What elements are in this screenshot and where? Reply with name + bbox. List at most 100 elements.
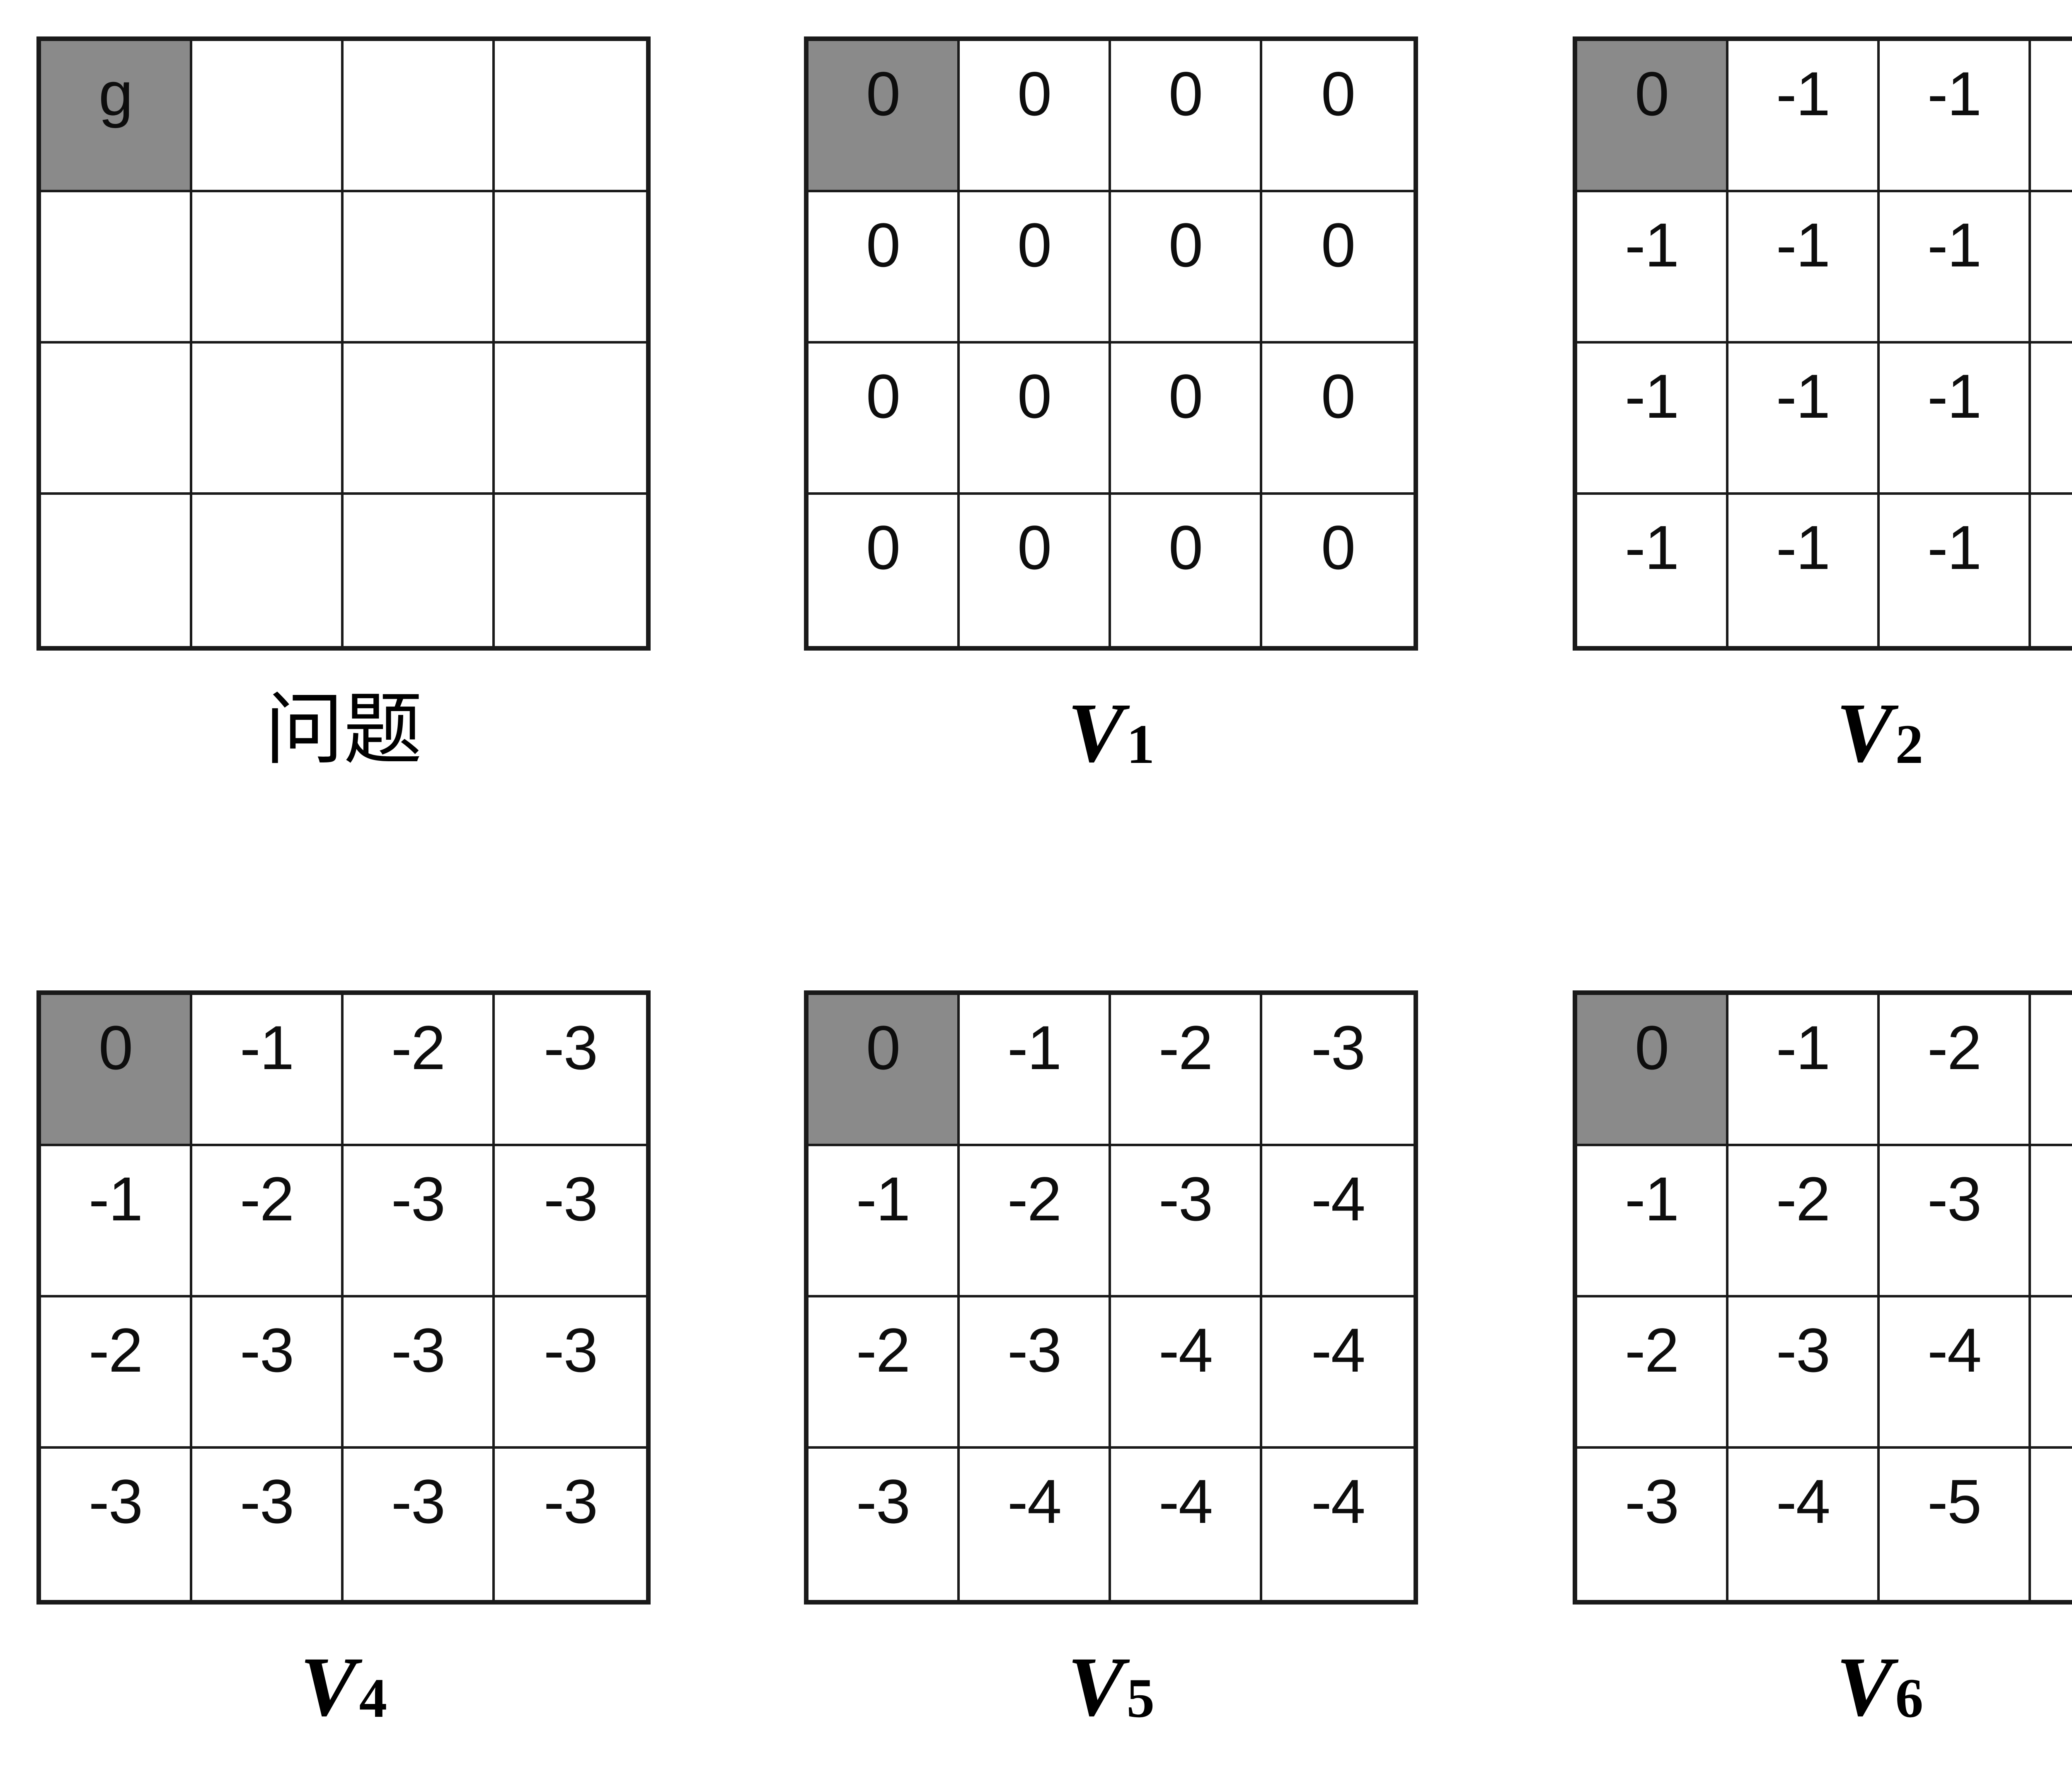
grid-cell: 0	[808, 344, 960, 495]
grid-cell: -1	[41, 1146, 192, 1297]
grid-cell: 0	[960, 495, 1111, 646]
grid-cell: -3	[1880, 1146, 2031, 1297]
grid-cell: -1	[1728, 344, 1880, 495]
grid-cell: 0	[1111, 192, 1262, 344]
grid-cell	[495, 192, 646, 344]
grid-cell: -4	[1262, 1449, 1414, 1600]
caption-text: 问题	[264, 684, 422, 775]
caption-symbol: V	[1836, 1640, 1893, 1734]
grid-cell	[495, 344, 646, 495]
panel-caption-v1: V1	[804, 690, 1418, 815]
caption-subscript: 5	[1126, 1668, 1155, 1730]
grid-cell: 0	[960, 192, 1111, 344]
grid-cell: 0	[1111, 41, 1262, 192]
panel-caption-v2: V2	[1573, 690, 2072, 815]
grid-cell	[192, 495, 344, 646]
grid-cell: -1	[1728, 192, 1880, 344]
grid-cell: -3	[495, 1449, 646, 1600]
value-grid-v4: 0-1-2-3-1-2-3-3-2-3-3-3-3-3-3-3	[36, 990, 651, 1605]
grid-cell	[192, 41, 344, 192]
panel-caption-problem: 问题	[36, 690, 651, 815]
grid-cell: -5	[2031, 1297, 2072, 1449]
grid-cell: -4	[1111, 1449, 1262, 1600]
grid-cell: -3	[495, 1146, 646, 1297]
grid-cell: -1	[2031, 41, 2072, 192]
grid-cell: -5	[2031, 1449, 2072, 1600]
caption-subscript: 1	[1126, 714, 1155, 776]
grid-cell: -3	[344, 1146, 495, 1297]
grid-cell: -2	[808, 1297, 960, 1449]
grid-cell: 0	[960, 41, 1111, 192]
grid-cell: 0	[1111, 495, 1262, 646]
grid-cell	[344, 344, 495, 495]
grid-cell: -2	[1577, 1297, 1728, 1449]
grid-cell: 0	[808, 41, 960, 192]
grid-cell: -2	[1728, 1146, 1880, 1297]
grid-cell: -2	[960, 1146, 1111, 1297]
grid-cell: -4	[2031, 1146, 2072, 1297]
grid-cell: -1	[960, 995, 1111, 1146]
grid-cell: -1	[1880, 41, 2031, 192]
grid-cell: -3	[192, 1297, 344, 1449]
caption-symbol: V	[1836, 686, 1893, 780]
grid-cell: -3	[192, 1449, 344, 1600]
caption-subscript: 2	[1895, 714, 1924, 776]
grid-panel-v2: 0-1-1-1-1-1-1-1-1-1-1-1-1-1-1-1V2	[1573, 36, 2072, 815]
grid-cell: -1	[1577, 344, 1728, 495]
caption-symbol: V	[1067, 686, 1124, 780]
grid-cell	[495, 41, 646, 192]
grid-cell: -4	[1262, 1297, 1414, 1449]
grid-cell: 0	[960, 344, 1111, 495]
grid-cell: 0	[1262, 344, 1414, 495]
grid-cell: -2	[1111, 995, 1262, 1146]
grid-cell: -2	[192, 1146, 344, 1297]
grid-cell: -4	[1262, 1146, 1414, 1297]
grid-cell: -4	[1111, 1297, 1262, 1449]
grid-cell	[41, 192, 192, 344]
grid-cell: -5	[1880, 1449, 2031, 1600]
grid-cell: -1	[2031, 192, 2072, 344]
value-grid-v2: 0-1-1-1-1-1-1-1-1-1-1-1-1-1-1-1	[1573, 36, 2072, 651]
grid-cell: 0	[1577, 995, 1728, 1146]
grid-cell: -1	[1728, 495, 1880, 646]
grid-cell: 0	[1111, 344, 1262, 495]
value-grid-v6: 0-1-2-3-1-2-3-4-2-3-4-5-3-4-5-5	[1573, 990, 2072, 1605]
grid-cell: -1	[1577, 192, 1728, 344]
grid-cell: -3	[344, 1297, 495, 1449]
grid-cell	[344, 495, 495, 646]
grid-cell: -3	[808, 1449, 960, 1600]
grid-cell: -1	[1880, 495, 2031, 646]
caption-symbol: V	[300, 1640, 357, 1734]
grid-cell: -3	[344, 1449, 495, 1600]
grid-cell	[495, 495, 646, 646]
grid-cell: -3	[41, 1449, 192, 1600]
grid-cell: 0	[1262, 495, 1414, 646]
grid-cell: g	[41, 41, 192, 192]
panel-caption-v6: V6	[1573, 1644, 2072, 1769]
grid-cell	[344, 192, 495, 344]
grid-cell	[41, 344, 192, 495]
grid-cell: -1	[1728, 41, 1880, 192]
grid-cell	[41, 495, 192, 646]
grid-panel-problem: g 问题	[36, 36, 651, 815]
grid-panel-v6: 0-1-2-3-1-2-3-4-2-3-4-5-3-4-5-5V6	[1573, 990, 2072, 1769]
grid-cell: 0	[1262, 192, 1414, 344]
grid-cell: 0	[808, 192, 960, 344]
grid-cell: -4	[1728, 1449, 1880, 1600]
grid-cell	[192, 192, 344, 344]
grid-cell: -3	[1577, 1449, 1728, 1600]
grid-cell: -4	[1880, 1297, 2031, 1449]
grid-cell: 0	[808, 495, 960, 646]
value-grid-v5: 0-1-2-3-1-2-3-4-2-3-4-4-3-4-4-4	[804, 990, 1418, 1605]
grid-cell: -2	[41, 1297, 192, 1449]
grid-cell: -3	[495, 995, 646, 1146]
panel-caption-v5: V5	[804, 1644, 1418, 1769]
caption-subscript: 4	[359, 1668, 387, 1730]
grid-cell: -1	[1577, 1146, 1728, 1297]
grid-cell: -1	[1577, 495, 1728, 646]
